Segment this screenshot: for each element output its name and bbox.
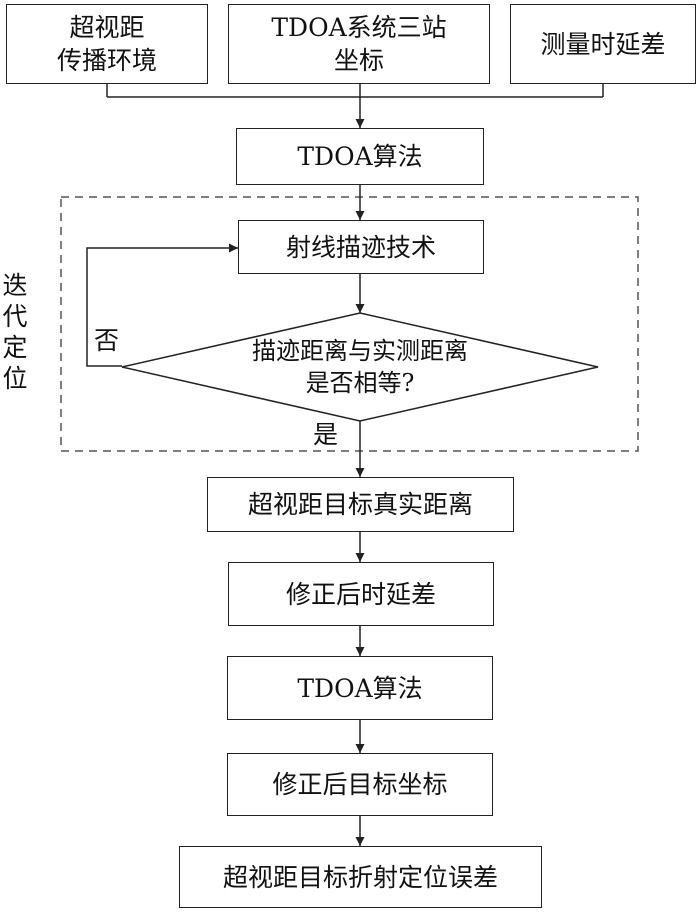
iteration-char-2: 代 <box>2 302 28 331</box>
corrected-delay-label: 修正后时延差 <box>285 579 436 609</box>
env-line-1: 超视距 <box>69 13 145 42</box>
branch-yes-label: 是 <box>313 420 339 449</box>
iteration-region-border <box>60 196 639 452</box>
corrected-delay-box: 修正后时延差 <box>228 562 494 626</box>
tdoa-algorithm-box-1: TDOA算法 <box>236 128 484 185</box>
iteration-char-4: 位 <box>2 364 28 393</box>
result-error-label: 超视距目标折射定位误差 <box>222 862 498 892</box>
delay-label: 测量时延差 <box>540 29 666 59</box>
corrected-coordinates-label: 修正后目标坐标 <box>272 770 448 799</box>
input-station-coordinates: TDOA系统三站 坐标 <box>228 4 490 84</box>
corrected-coordinates-box: 修正后目标坐标 <box>227 753 493 816</box>
loop-back-arrow <box>86 243 238 367</box>
ray-tracing-label: 射线描迹技术 <box>285 232 436 262</box>
true-distance-box: 超视距目标真实距离 <box>207 477 514 532</box>
tdoa-algorithm-label-1: TDOA算法 <box>297 142 423 171</box>
branch-no-label: 否 <box>94 326 120 355</box>
tdoa-algorithm-label-2: TDOA算法 <box>297 673 423 703</box>
true-distance-label: 超视距目标真实距离 <box>247 490 473 519</box>
decision-text: 描迹距离与实测距离 是否相等? <box>200 335 520 399</box>
decision-line-1: 描迹距离与实测距离 <box>252 337 468 365</box>
tdoa-algorithm-box-2: TDOA算法 <box>227 656 493 720</box>
coords-line-2: 坐标 <box>333 46 384 75</box>
result-error-box: 超视距目标折射定位误差 <box>179 846 542 908</box>
decision-line-2: 是否相等? <box>305 369 415 397</box>
input-propagation-environment: 超视距 传播环境 <box>6 4 208 84</box>
decision-diamond <box>121 312 599 422</box>
env-line-2: 传播环境 <box>56 46 157 75</box>
iteration-char-3: 定 <box>2 333 28 362</box>
ray-tracing-box: 射线描迹技术 <box>238 220 484 274</box>
input-measured-delay: 测量时延差 <box>510 4 696 84</box>
iteration-char-1: 迭 <box>2 271 28 300</box>
coords-line-1: TDOA系统三站 <box>271 13 447 42</box>
